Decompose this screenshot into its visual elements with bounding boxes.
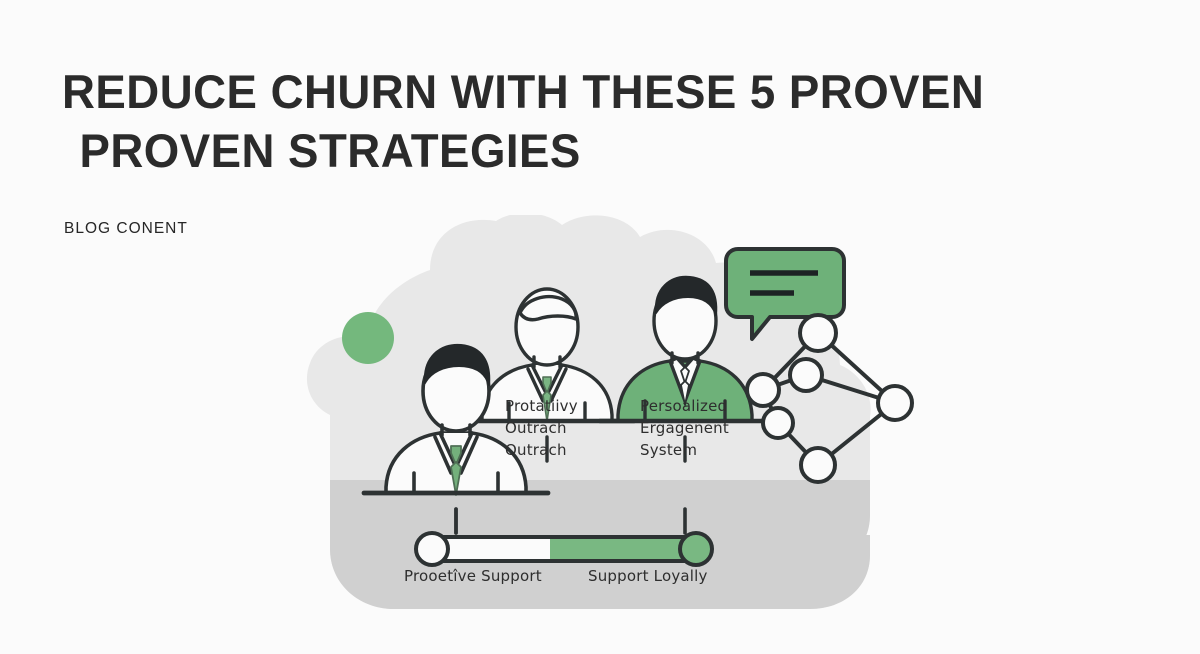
network-graph-icon xyxy=(745,313,914,484)
eyebrow-label: BLOG CONENT xyxy=(64,220,188,237)
label-personalized-engagement: Persoalized Ergagenent System xyxy=(640,395,729,461)
label-engagement-line-2: Ergagenent xyxy=(640,419,729,437)
label-outreach-line-1: Protatiivy xyxy=(505,397,578,415)
label-outreach-line-3: Outrach xyxy=(505,441,567,459)
figure-left xyxy=(361,343,551,535)
label-engagement-line-3: System xyxy=(640,441,698,459)
illustration-graphic: Protatiivy Outrach Outrach Persoalized E… xyxy=(300,215,920,615)
label-proactive-support: Prooetîve Support xyxy=(404,567,542,585)
slider-handle-right xyxy=(678,531,714,567)
figure-right xyxy=(597,275,775,463)
title-line-2: PROVEN STRATEGIES xyxy=(79,124,581,177)
title-line-1: REDUCE CHURN WITH THESE 5 PROVEN xyxy=(62,65,985,118)
label-proactive-outreach: Protatiivy Outrach Outrach xyxy=(505,395,578,461)
page-title: REDUCE CHURN WITH THESE 5 PROVEN PROVEN … xyxy=(62,62,1082,180)
progress-slider xyxy=(414,507,714,567)
slider-handle-left xyxy=(414,531,450,567)
accent-dot xyxy=(342,312,394,364)
label-engagement-line-1: Persoalized xyxy=(640,397,728,415)
label-outreach-line-2: Outrach xyxy=(505,419,567,437)
label-support-loyalty: Support Loyally xyxy=(588,567,708,585)
figure-center xyxy=(457,287,637,463)
slider-fill xyxy=(550,537,708,561)
